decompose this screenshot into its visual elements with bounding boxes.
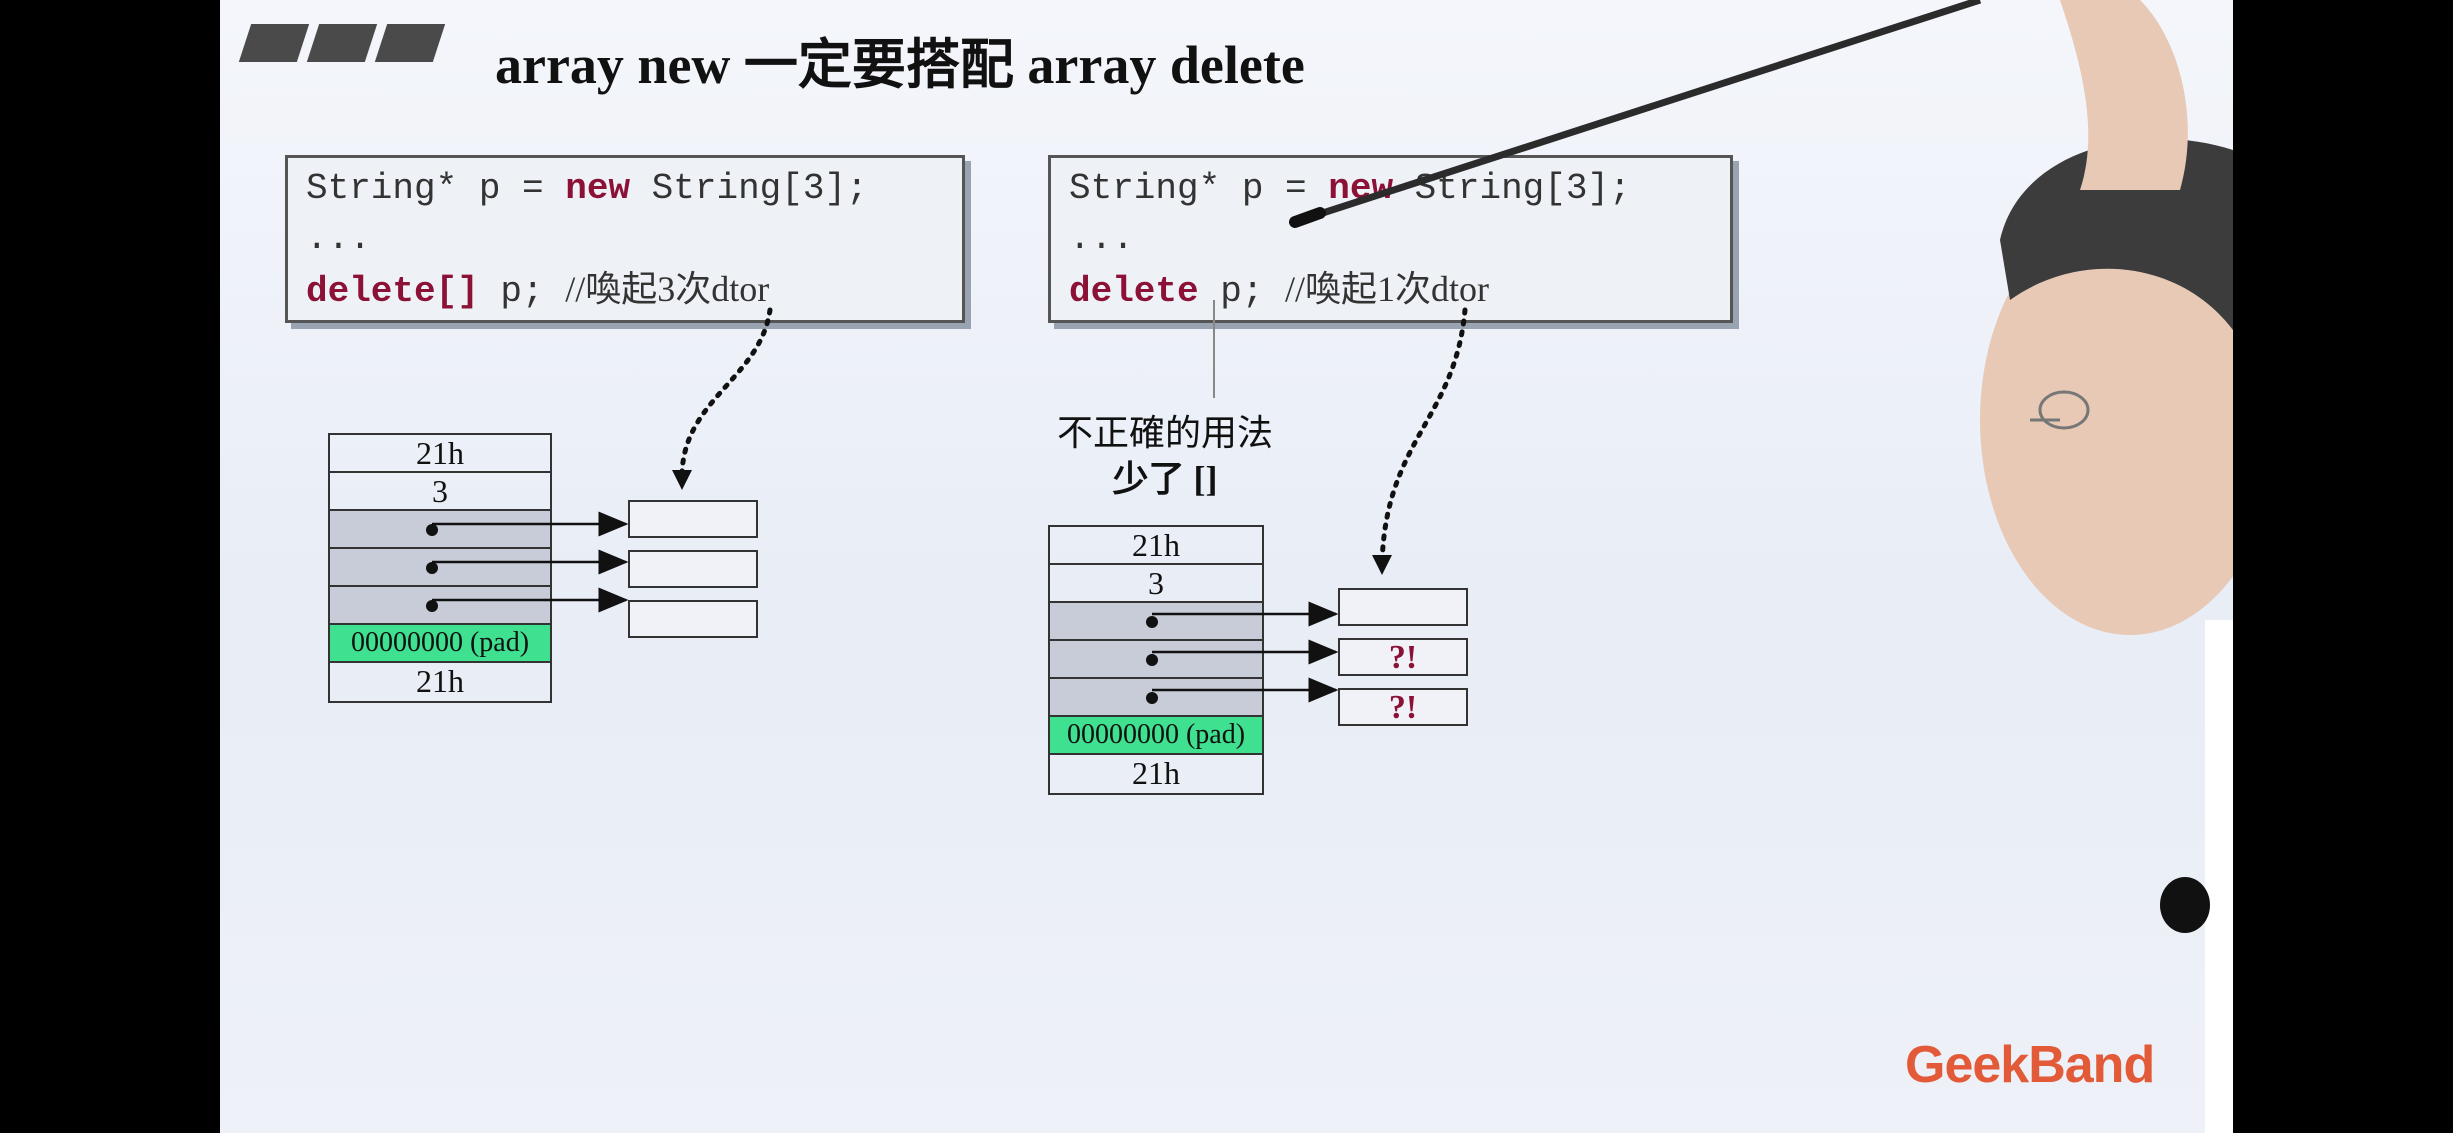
slide: array new 一定要搭配 array delete String* p =…: [220, 0, 2233, 1133]
geekband-logo: GeekBand: [1905, 1035, 2154, 1095]
presenter-figure: [220, 0, 2233, 1133]
